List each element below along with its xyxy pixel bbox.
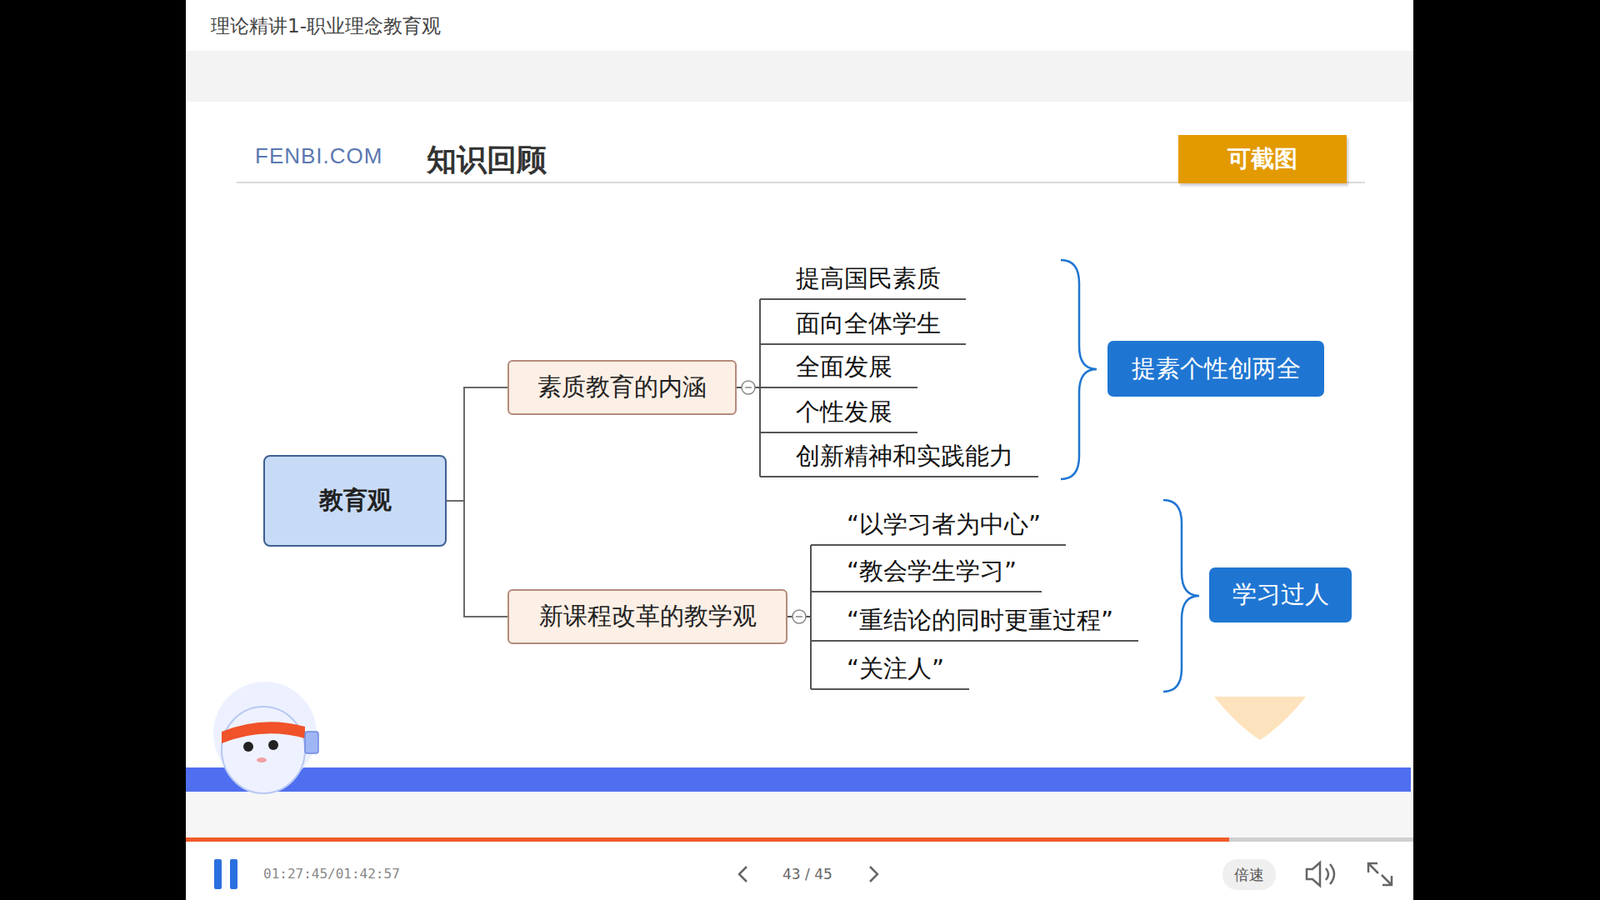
node-text: “以学习者为中心”	[846, 509, 1041, 540]
label-text: 01:27:45/01:42:57	[263, 865, 400, 882]
action-button: 可截图	[1178, 135, 1347, 184]
summary-box: 提素个性创两全	[1107, 340, 1325, 397]
next-icon	[870, 866, 878, 882]
label-text: FENBI.COM	[255, 143, 383, 169]
window-title: 理论精讲1-职业理念教育观	[210, 13, 441, 40]
leaf-topic: “教会学生学习”	[810, 552, 1042, 593]
speed-button: 倍速	[1222, 859, 1276, 890]
page-counter: 43 / 45	[782, 865, 833, 883]
brace	[1060, 260, 1097, 480]
node-text: 学习过人	[1232, 578, 1330, 612]
node-text: 新课程改革的教学观	[539, 600, 757, 634]
leaf-topic: 面向全体学生	[760, 305, 966, 345]
pause-icon	[214, 859, 222, 890]
connector	[787, 545, 811, 617]
connector	[446, 387, 508, 501]
summary-box: 学习过人	[1209, 567, 1352, 623]
mascot	[213, 681, 319, 794]
topic-box: 新课程改革的教学观	[507, 589, 788, 645]
fullscreen-icon	[1368, 863, 1392, 885]
connector	[736, 299, 760, 388]
leaf-topic: 全面发展	[760, 348, 918, 389]
node-text: 可截图	[1227, 143, 1298, 175]
leaf-topic: “关注人”	[810, 650, 970, 690]
node-text: 提素个性创两全	[1131, 352, 1301, 386]
node-text: “关注人”	[846, 653, 945, 684]
topic-box: 素质教育的内涵	[507, 360, 737, 415]
node-text: 个性发展	[795, 396, 893, 427]
leaf-topic: “重结论的同时更重过程”	[810, 601, 1139, 642]
title-text: 知识回顾	[426, 142, 547, 177]
node-text: 素质教育的内涵	[537, 370, 707, 405]
progress-fill	[185, 837, 1230, 842]
connector	[736, 387, 760, 477]
prev-icon	[739, 866, 747, 882]
decor-shape	[1214, 696, 1306, 740]
node-text: 创新精神和实践能力	[795, 440, 1014, 471]
node-text: 提高国民素质	[795, 263, 941, 294]
brand-logo: FENBI.COM	[255, 143, 383, 170]
slide-title: 知识回顾	[426, 140, 547, 181]
node-text: 教育观	[319, 484, 392, 518]
label-text: 43 / 45	[782, 865, 833, 883]
leaf-topic: 提高国民素质	[760, 260, 966, 300]
leaf-topic: “以学习者为中心”	[810, 505, 1066, 546]
brace	[1163, 500, 1200, 692]
player-panel	[185, 0, 1414, 900]
leaf-topic: 个性发展	[760, 393, 918, 434]
node-text: “教会学生学习”	[846, 555, 1017, 586]
top-band	[185, 50, 1414, 102]
root-box: 教育观	[263, 455, 447, 547]
leaf-topic: 创新精神和实践能力	[760, 437, 1039, 478]
node-text: “重结论的同时更重过程”	[846, 605, 1114, 635]
progress-track	[185, 837, 1414, 842]
label-text: 理论精讲1-职业理念教育观	[210, 15, 441, 37]
collapse-toggle	[792, 610, 806, 624]
slide-bar	[185, 767, 1411, 792]
connector	[787, 616, 811, 690]
connector	[446, 500, 508, 617]
collapse-toggle	[741, 380, 755, 395]
time-display: 01:27:45/01:42:57	[263, 865, 400, 882]
node-text: 全面发展	[795, 351, 893, 382]
node-text: 面向全体学生	[795, 308, 941, 339]
pause-icon	[230, 859, 238, 890]
label-text: 倍速	[1234, 865, 1265, 884]
lower-band	[185, 791, 1414, 838]
volume-icon	[1306, 862, 1335, 886]
